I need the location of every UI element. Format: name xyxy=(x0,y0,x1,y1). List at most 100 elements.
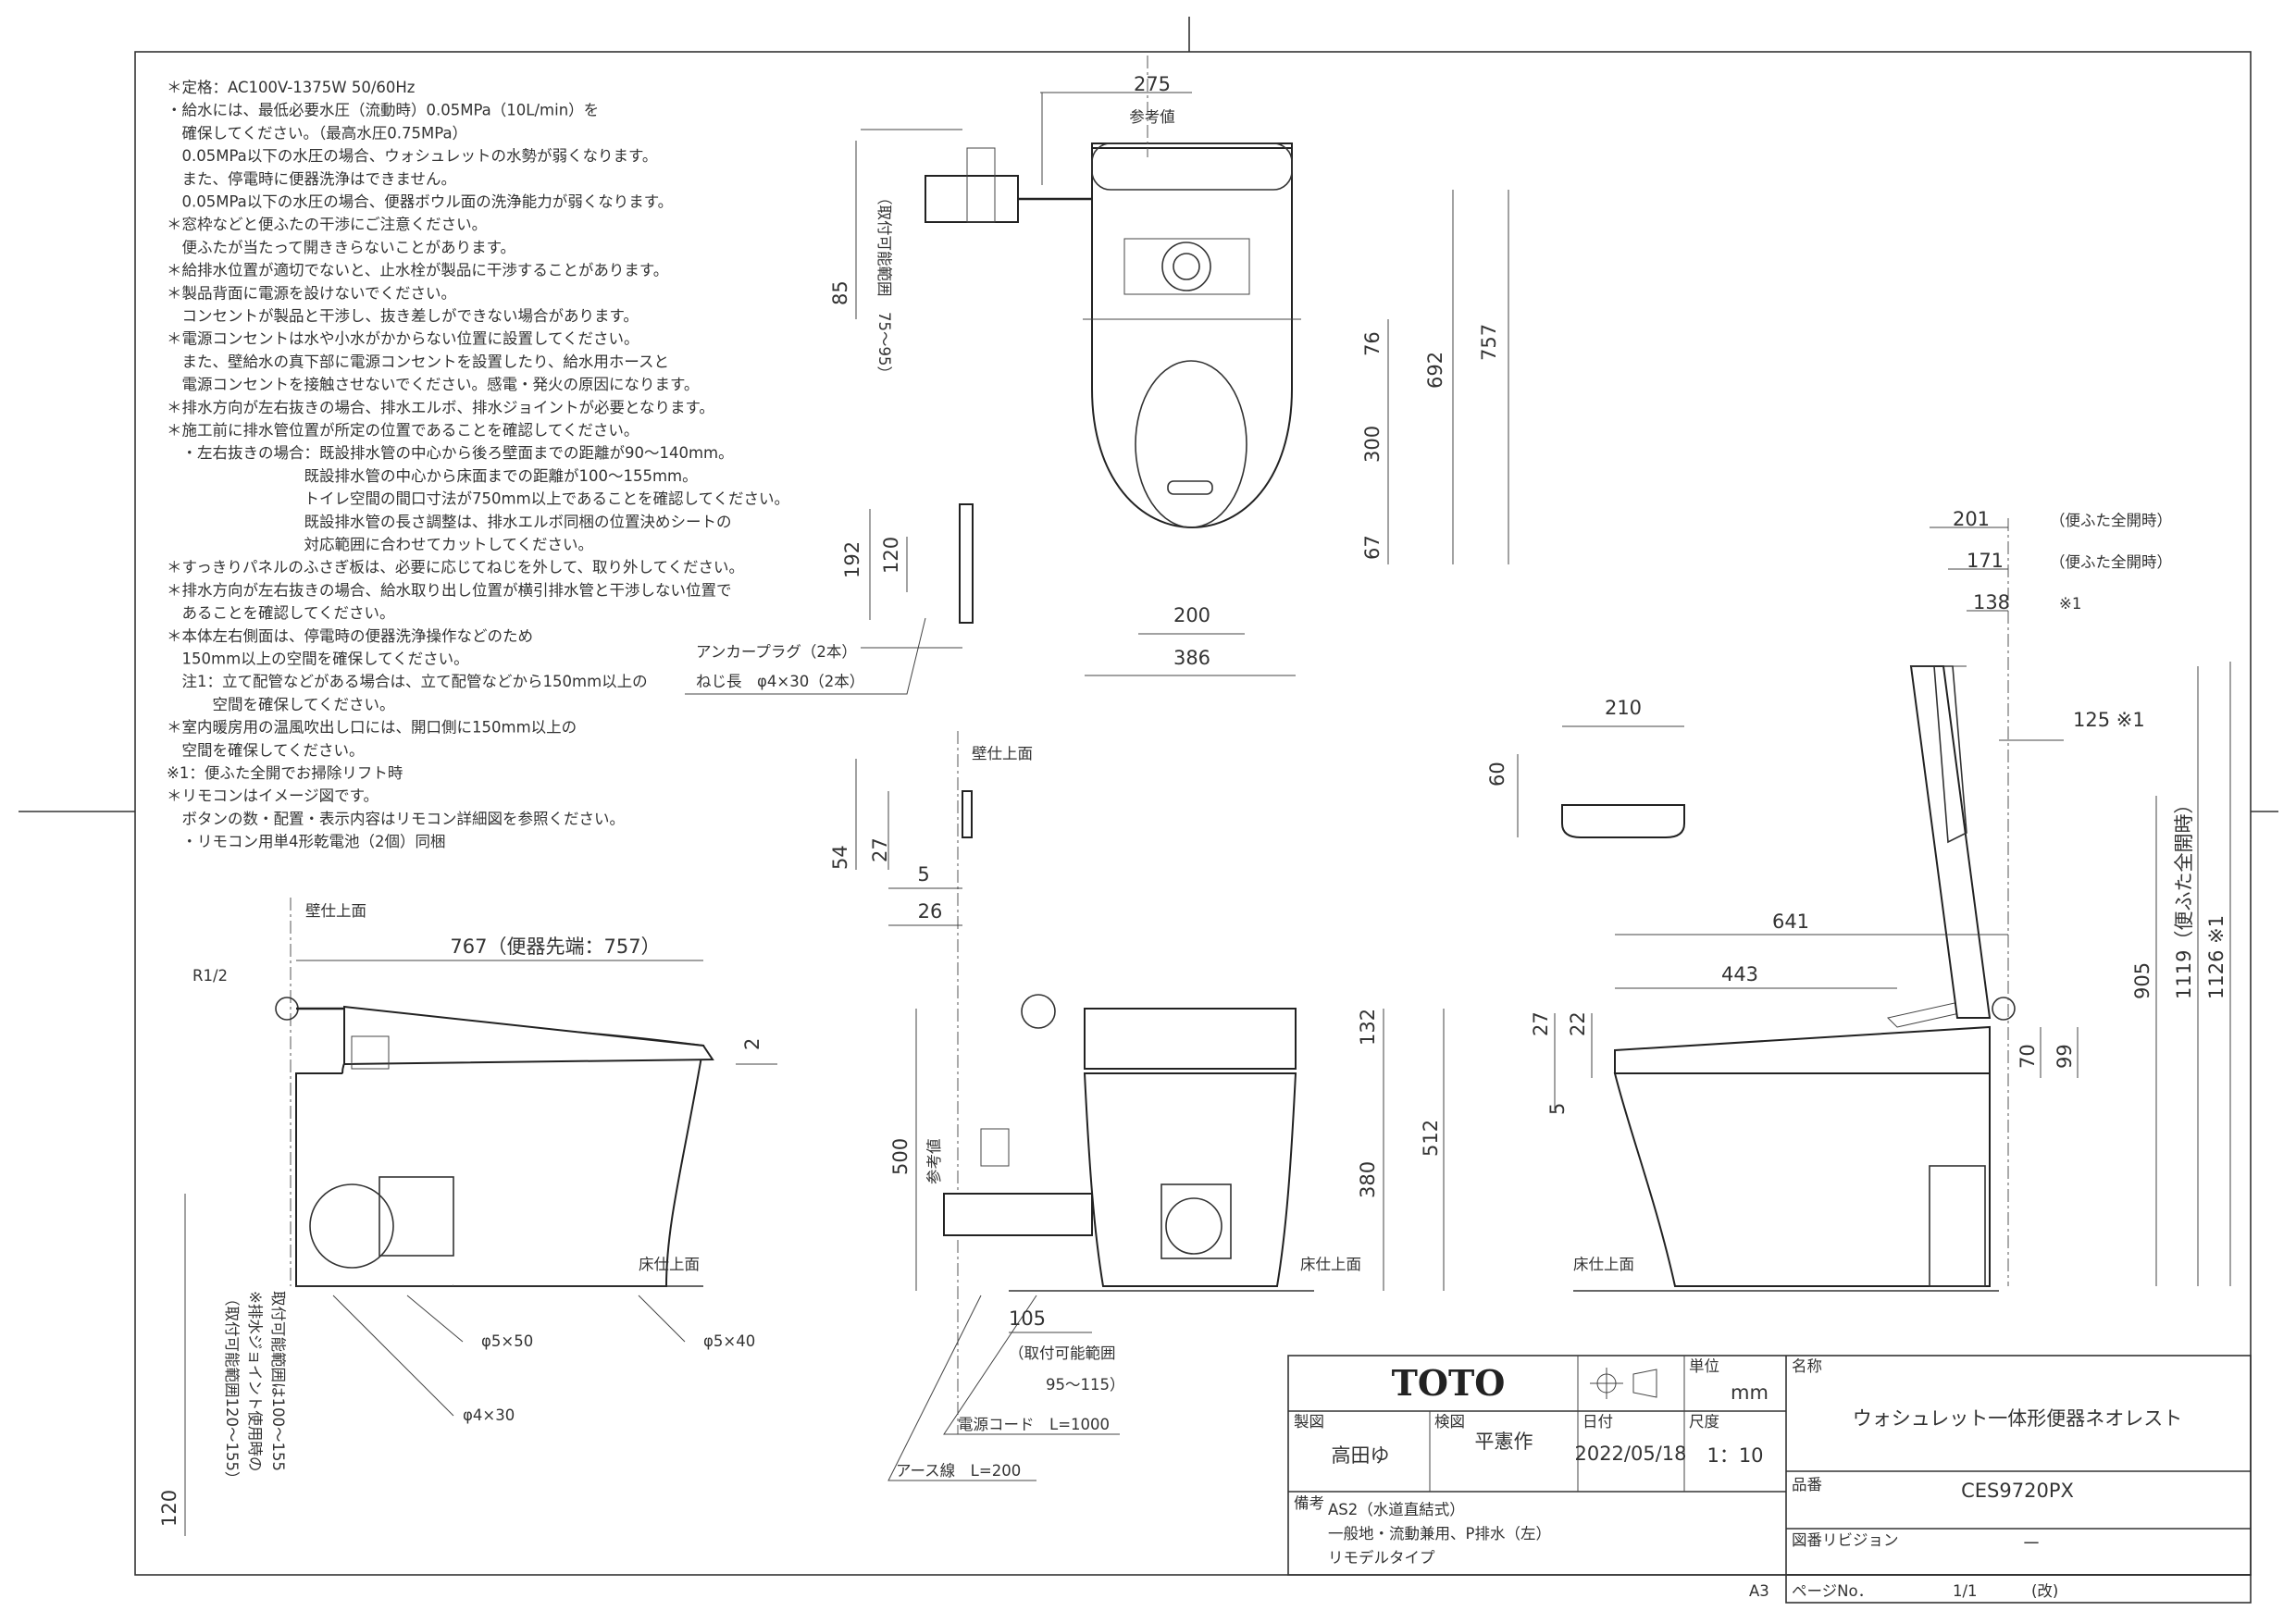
lid-open-label-1: （便ふた全開時） xyxy=(2050,512,2172,529)
page-number: 1/1 xyxy=(1953,1582,1978,1600)
remarks-label: 備考 xyxy=(1294,1494,1324,1512)
dim-132: 132 xyxy=(1357,1009,1379,1046)
range-120-155-label: （取付可能範囲120～155） xyxy=(223,1291,241,1487)
page-suffix: (改) xyxy=(2031,1582,2058,1600)
dim-5-right: 5 xyxy=(1546,1103,1569,1115)
dim-60: 60 xyxy=(1486,762,1508,787)
remote-controller xyxy=(1561,804,1685,838)
note-line: ＊リモコンはイメージ図です。 xyxy=(167,787,379,805)
dim-27-remote: 27 xyxy=(869,837,891,862)
screw-4x30-label: φ4×30 xyxy=(463,1406,515,1424)
dim-443: 443 xyxy=(1721,963,1758,985)
dim-85: 85 xyxy=(829,280,851,305)
sheet-border xyxy=(134,51,2252,1576)
screw-5x40-label: φ5×40 xyxy=(703,1332,755,1350)
note-line: ＊排水方向が左右抜きの場合、排水エルボ、排水ジョイントが必要となります。 xyxy=(167,399,714,416)
note-line: 既設排水管の中心から床面までの距離が100～155mm。 xyxy=(167,467,698,485)
drawer-name: 高田ゆ xyxy=(1332,1444,1390,1467)
wall-finish-label-remote: 壁仕上面 xyxy=(972,745,1033,762)
checker-name: 平憲作 xyxy=(1475,1431,1533,1453)
dim-275: 275 xyxy=(1134,73,1171,95)
note-line: 電源コンセントを接触させないでください。感電・発火の原因になります。 xyxy=(167,376,699,393)
note-line: 空間を確保してください。 xyxy=(167,741,365,759)
range-label-75-95: （取付可能範囲 75～95） xyxy=(875,190,893,381)
dim-500: 500 xyxy=(889,1138,912,1175)
note-line: ＊排水方向が左右抜きの場合、給水取り出し位置が横引排水管と干渉しない位置で xyxy=(167,581,732,599)
note-line: また、停電時に便器洗浄はできません。 xyxy=(167,170,456,188)
note-line: また、壁給水の真下部に電源コンセントを設置したり、給水用ホースと xyxy=(167,353,669,370)
dim-905: 905 xyxy=(2131,962,2153,999)
revision-value: － xyxy=(2022,1532,2042,1555)
checker-label: 検図 xyxy=(1434,1413,1465,1431)
note-line: ＊すっきりパネルのふさぎ板は、必要に応じてねじを外して、取り外してください。 xyxy=(167,559,744,576)
notes-block: ＊定格：AC100V-1375W 50/60Hz・給水には、最低必要水圧（流動時… xyxy=(167,79,789,850)
note-line: あることを確認してください。 xyxy=(167,604,395,622)
drain-joint-note-1: ※排水ジョイント使用時の xyxy=(246,1291,264,1471)
note-line: ＊製品背面に電源を設けないでください。 xyxy=(167,284,456,302)
dim-641: 641 xyxy=(1772,911,1809,933)
note-line: 既設排水管の長さ調整は、排水エルボ同梱の位置決めシートの xyxy=(167,513,732,530)
note-line: ＊本体左右側面は、停電時の便器洗浄操作などのため xyxy=(167,627,533,645)
dim-67: 67 xyxy=(1361,535,1384,560)
note-line: トイレ空間の間口寸法が750mm以上であることを確認してください。 xyxy=(167,490,789,508)
dim-76: 76 xyxy=(1361,331,1384,356)
dim-27-right: 27 xyxy=(1530,1011,1552,1036)
toto-logo: TOTO xyxy=(1392,1362,1506,1404)
dim-380: 380 xyxy=(1357,1161,1379,1198)
note-line: ＊室内暖房用の温風吹出し口には、開口側に150mm以上の xyxy=(167,719,577,737)
earth-wire-label: アース線 L=200 xyxy=(896,1462,1021,1480)
top-view: 275 参考値 85 （取付可能範囲 75～95） 757 692 76 300… xyxy=(685,56,1509,695)
r-half-label: R1/2 xyxy=(192,967,228,985)
drain-joint-note-2: 取付可能範囲は100～155 xyxy=(269,1291,287,1471)
remarks-line-2: 一般地・流動兼用、P排水（左） xyxy=(1328,1525,1551,1542)
note-line: ・左右抜きの場合：既設排水管の中心から後ろ壁面までの距離が90～140mm。 xyxy=(167,444,734,462)
note-line: 注1：立て配管などがある場合は、立て配管などから150mm以上の xyxy=(167,673,648,690)
power-cord-label: 電源コード L=1000 xyxy=(958,1416,1110,1433)
dim-386: 386 xyxy=(1173,647,1210,669)
anchor-plug-label: アンカープラグ（2本） xyxy=(696,643,857,661)
scale-label: 尺度 xyxy=(1689,1413,1719,1431)
dim-200: 200 xyxy=(1173,604,1210,626)
remote-view: 壁仕上面 54 27 5 26 210 60 xyxy=(829,697,1685,1434)
remarks-line-1: AS2（水道直結式） xyxy=(1328,1501,1465,1518)
dim-5-remote: 5 xyxy=(917,863,929,886)
right-side-view: 201 171 138 （便ふた全開時） （便ふた全開時） ※1 125 ※1 … xyxy=(1530,508,2231,1292)
remarks-line-3: リモデルタイプ xyxy=(1328,1548,1435,1567)
date-label: 日付 xyxy=(1582,1413,1613,1431)
dim-70: 70 xyxy=(2017,1044,2039,1069)
dim-105: 105 xyxy=(1009,1307,1046,1330)
scale-value: 1：10 xyxy=(1706,1444,1763,1467)
floor-finish-label-front: 床仕上面 xyxy=(1300,1256,1361,1273)
note-line: 便ふたが当たって開ききらないことがあります。 xyxy=(167,239,515,256)
note-line: ※1：便ふた全開でお掃除リフト時 xyxy=(167,764,403,782)
front-view: 500 参考値 132 512 380 105 （取付可能範囲 95～115） … xyxy=(887,994,1445,1481)
dim-22: 22 xyxy=(1567,1011,1589,1036)
dim-125: 125 ※1 xyxy=(2073,709,2145,731)
range-95-115-value: 95～115） xyxy=(1046,1376,1125,1394)
note-line: 150mm以上の空間を確保してください。 xyxy=(167,650,469,668)
dim-300: 300 xyxy=(1361,426,1384,463)
screw-length-label: ねじ長 φ4×30（2本） xyxy=(696,673,864,690)
side-view: 壁仕上面 R1/2 767（便器先端：757） 2 床仕上面 φ5×50 φ5×… xyxy=(158,898,777,1536)
floor-finish-label-right: 床仕上面 xyxy=(1573,1256,1634,1273)
note-line: コンセントが製品と干渉し、抜き差しができない場合があります。 xyxy=(167,307,639,325)
ref-value-front: 参考値 xyxy=(925,1139,943,1185)
dim-210: 210 xyxy=(1605,697,1642,719)
dim-99: 99 xyxy=(2054,1044,2076,1069)
note-line: ＊施工前に排水管位置が所定の位置であることを確認してください。 xyxy=(167,422,639,440)
floor-finish-label-side: 床仕上面 xyxy=(639,1256,700,1273)
note-line: 0.05MPa以下の水圧の場合、便器ボウル面の洗浄能力が弱くなります。 xyxy=(167,193,673,211)
paper-size: A3 xyxy=(1749,1582,1769,1600)
note-line: ＊窓枠などと便ふたの干渉にご注意ください。 xyxy=(167,216,487,233)
note-line: 空間を確保してください。 xyxy=(167,696,395,713)
dim-120: 120 xyxy=(880,537,902,574)
dim-138: 138 xyxy=(1973,591,2010,613)
page-label: ページNo． xyxy=(1792,1582,1873,1600)
wall-finish-label-side: 壁仕上面 xyxy=(305,902,366,920)
note-line: ＊定格：AC100V-1375W 50/60Hz xyxy=(167,79,415,96)
name-label: 名称 xyxy=(1792,1357,1822,1375)
ref-value-label: 参考値 xyxy=(1129,108,1175,126)
dim-512: 512 xyxy=(1420,1120,1442,1157)
projection-symbol xyxy=(1590,1368,1657,1399)
